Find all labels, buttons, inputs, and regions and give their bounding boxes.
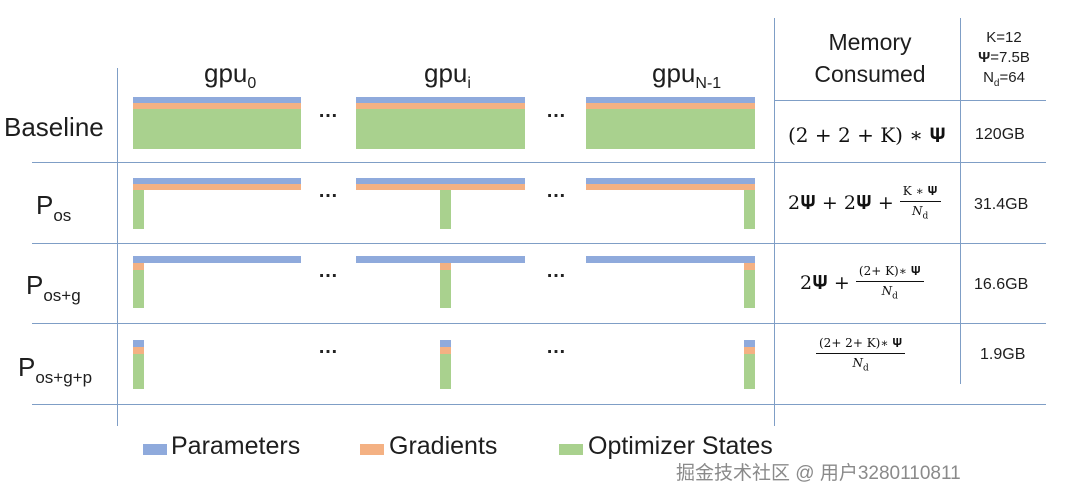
constant-k: K=12 <box>986 29 1022 46</box>
gradients-bar <box>133 347 144 354</box>
parameters-bar <box>586 256 755 263</box>
parameters-bar <box>133 97 301 103</box>
constant-nd: Nd=64 <box>983 69 1025 89</box>
value-pos: 31.4GB <box>974 196 1029 213</box>
optimizer-states-bar <box>440 270 451 308</box>
row-label-posgp: Pos+g+p <box>18 352 93 387</box>
parameters-bar <box>133 256 301 263</box>
ellipsis: … <box>318 260 339 282</box>
optimizer-states-bar <box>133 354 144 389</box>
parameters-bar <box>356 256 525 263</box>
gradients-bar <box>440 263 451 270</box>
ellipsis: … <box>318 336 339 358</box>
gradients-bar <box>440 347 451 354</box>
parameters-bar <box>744 340 755 347</box>
parameters-bar <box>586 97 755 103</box>
ellipsis: … <box>318 100 339 122</box>
gradients-bar <box>133 184 301 190</box>
gradients-bar <box>356 184 525 190</box>
optimizer-states-bar <box>133 109 301 149</box>
gradients-bar <box>133 103 301 109</box>
grid-hline-row4 <box>32 404 1046 405</box>
value-posg: 16.6GB <box>974 276 1029 293</box>
optimizer-states-bar <box>744 270 755 308</box>
gradients-bar <box>133 263 144 270</box>
gradients-bar <box>586 103 755 109</box>
legend-gradients-label: Gradients <box>389 432 498 460</box>
row-label-baseline: Baseline <box>4 112 104 142</box>
gpu-n-1-header: gpuN-1 <box>652 58 722 92</box>
constants-panel: K=12 Ψ=7.5B Nd=64 <box>962 28 1046 94</box>
parameters-bar <box>356 178 525 184</box>
grid-vline-memory <box>774 18 775 426</box>
grid-hline-row3 <box>32 323 1046 324</box>
grid-hline-row2 <box>32 243 1046 244</box>
legend-optimizer-label: Optimizer States <box>588 432 773 460</box>
optimizer-states-bar <box>356 109 525 149</box>
grid-vline-left <box>117 68 118 426</box>
parameters-bar <box>133 178 301 184</box>
watermark: 掘金技术社区 @ 用户3280110811 <box>676 463 961 484</box>
ellipsis: … <box>546 336 567 358</box>
row-label-pos: Pos <box>36 190 72 225</box>
optimizer-states-bar <box>586 109 755 149</box>
grid-vline-values <box>960 18 961 384</box>
optimizer-states-bar <box>744 190 755 229</box>
legend-parameters-label: Parameters <box>171 432 301 460</box>
constant-psi: Ψ=7.5B <box>978 49 1030 66</box>
gpu-0-header: gpu0 <box>204 58 257 92</box>
optimizer-states-bar <box>440 190 451 229</box>
optimizer-states-bar <box>133 270 144 308</box>
ellipsis: … <box>318 180 339 202</box>
legend-parameters-swatch <box>143 444 167 455</box>
legend-gradients-swatch <box>360 444 384 455</box>
value-posgp: 1.9GB <box>980 346 1026 363</box>
optimizer-states-bar <box>744 354 755 389</box>
parameters-bar <box>133 340 144 347</box>
optimizer-states-bar <box>440 354 451 389</box>
gradients-bar <box>744 347 755 354</box>
row-label-posg: Pos+g <box>26 270 81 305</box>
parameters-bar <box>356 97 525 103</box>
ellipsis: … <box>546 260 567 282</box>
gpu-i-header: gpui <box>424 58 471 92</box>
gradients-bar <box>356 103 525 109</box>
parameters-bar <box>586 178 755 184</box>
gradients-bar <box>586 184 755 190</box>
grid-hline-header <box>774 100 1046 101</box>
parameters-bar <box>440 340 451 347</box>
ellipsis: … <box>546 180 567 202</box>
legend-optimizer-swatch <box>559 444 583 455</box>
gradients-bar <box>744 263 755 270</box>
grid-hline-row1 <box>32 162 1046 163</box>
ellipsis: … <box>546 100 567 122</box>
value-baseline: 120GB <box>975 126 1025 143</box>
formula-baseline: (2 + 2 + K) ∗ 𝚿 <box>788 123 946 147</box>
optimizer-states-bar <box>133 190 144 229</box>
